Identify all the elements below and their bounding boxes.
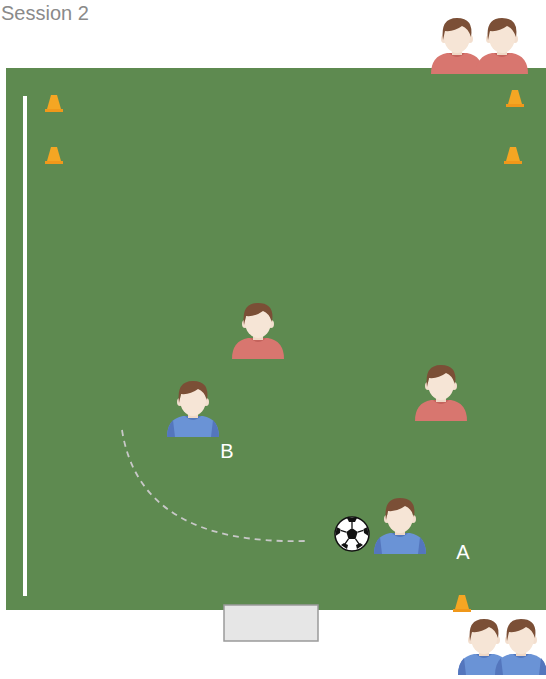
cone (506, 90, 524, 107)
session-title: Session 2 (1, 2, 89, 25)
touch-line (23, 96, 27, 596)
pitch (6, 68, 546, 610)
defender-red (232, 303, 284, 359)
waiting-player-red (476, 18, 528, 74)
goal (224, 605, 318, 641)
cone (45, 95, 63, 112)
attacker-blue (374, 498, 426, 554)
cone (45, 147, 63, 164)
cone (504, 147, 522, 164)
pass-path (122, 430, 305, 541)
waiting-player-red (431, 18, 483, 74)
attacker-blue (167, 381, 219, 437)
player-label: A (456, 541, 469, 564)
waiting-player-blue (495, 619, 546, 675)
cone (453, 595, 471, 612)
defender-red (415, 365, 467, 421)
soccer-ball (335, 517, 369, 551)
player-label: B (220, 440, 233, 463)
